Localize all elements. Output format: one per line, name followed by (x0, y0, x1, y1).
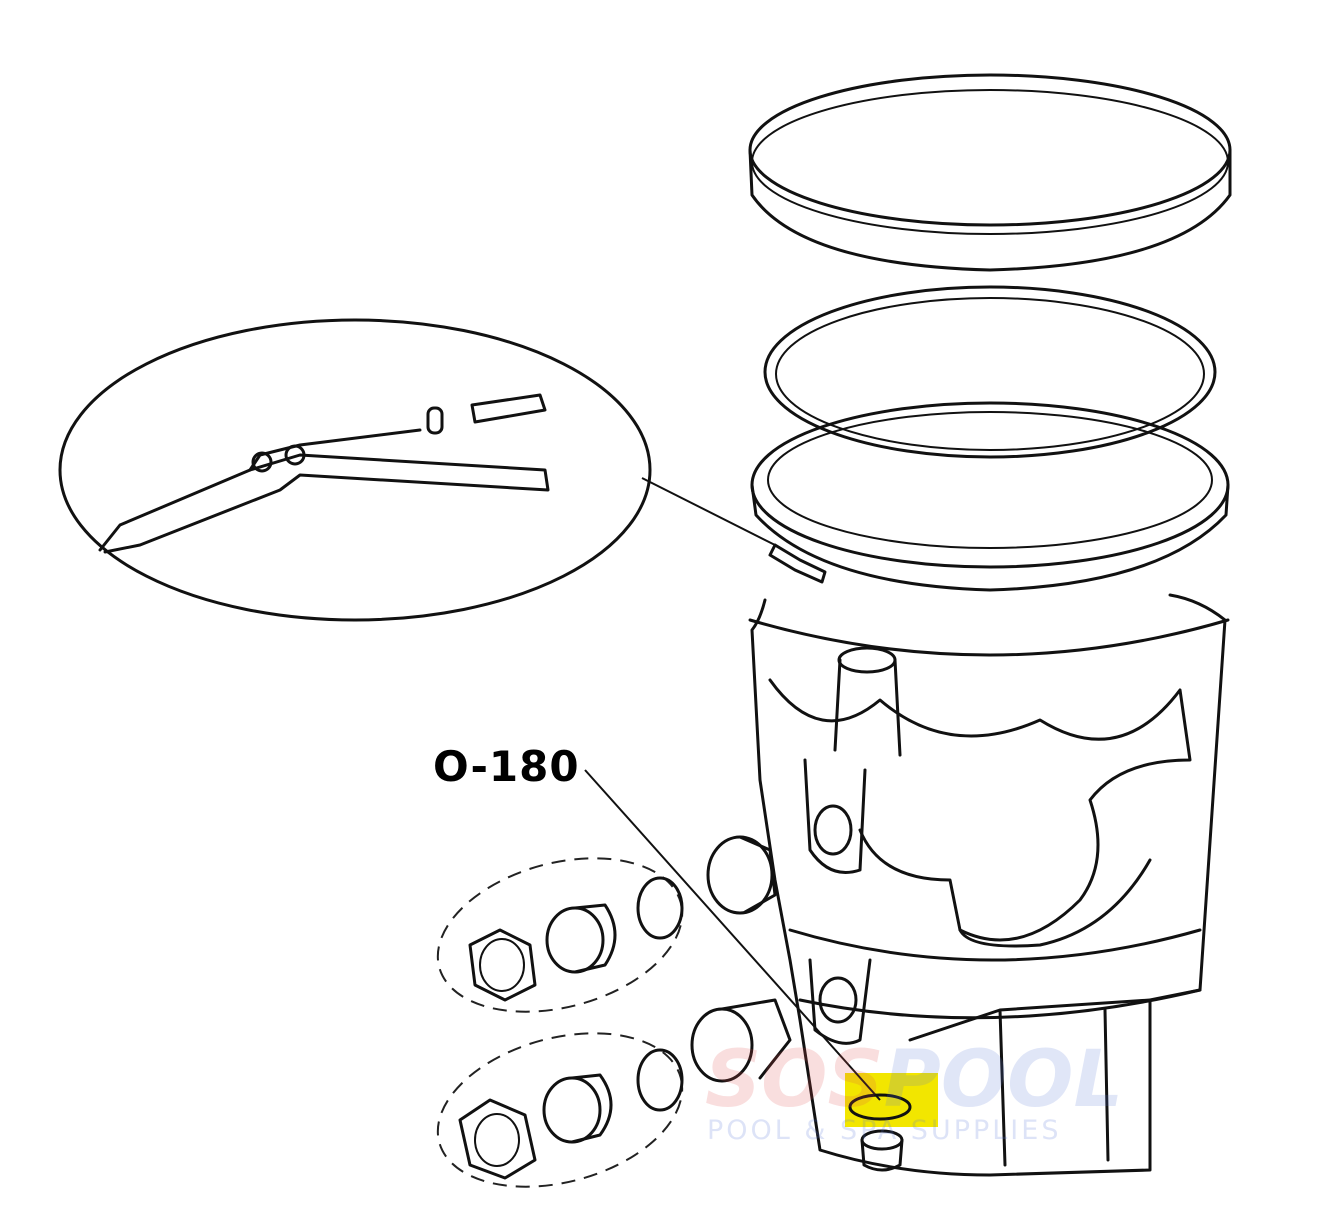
tank-o-ring (763, 285, 1217, 459)
watermark-brand: SOSPOOL (705, 1035, 1124, 1125)
lower-fitting-group (436, 998, 792, 1188)
drain-o-ring (848, 1093, 912, 1121)
clamp-band (750, 401, 1230, 592)
filter-lid (748, 73, 1232, 272)
drain-plug (860, 1129, 904, 1172)
watermark-tagline: POOL & SPA SUPPLIES (707, 1115, 1062, 1146)
filter-tank (748, 593, 1230, 1177)
part-label-o-180: O-180 (433, 742, 580, 791)
clamp-detail-callout (58, 318, 776, 622)
o-180-leader-line (584, 769, 881, 1101)
upper-fitting-group (436, 835, 777, 1013)
